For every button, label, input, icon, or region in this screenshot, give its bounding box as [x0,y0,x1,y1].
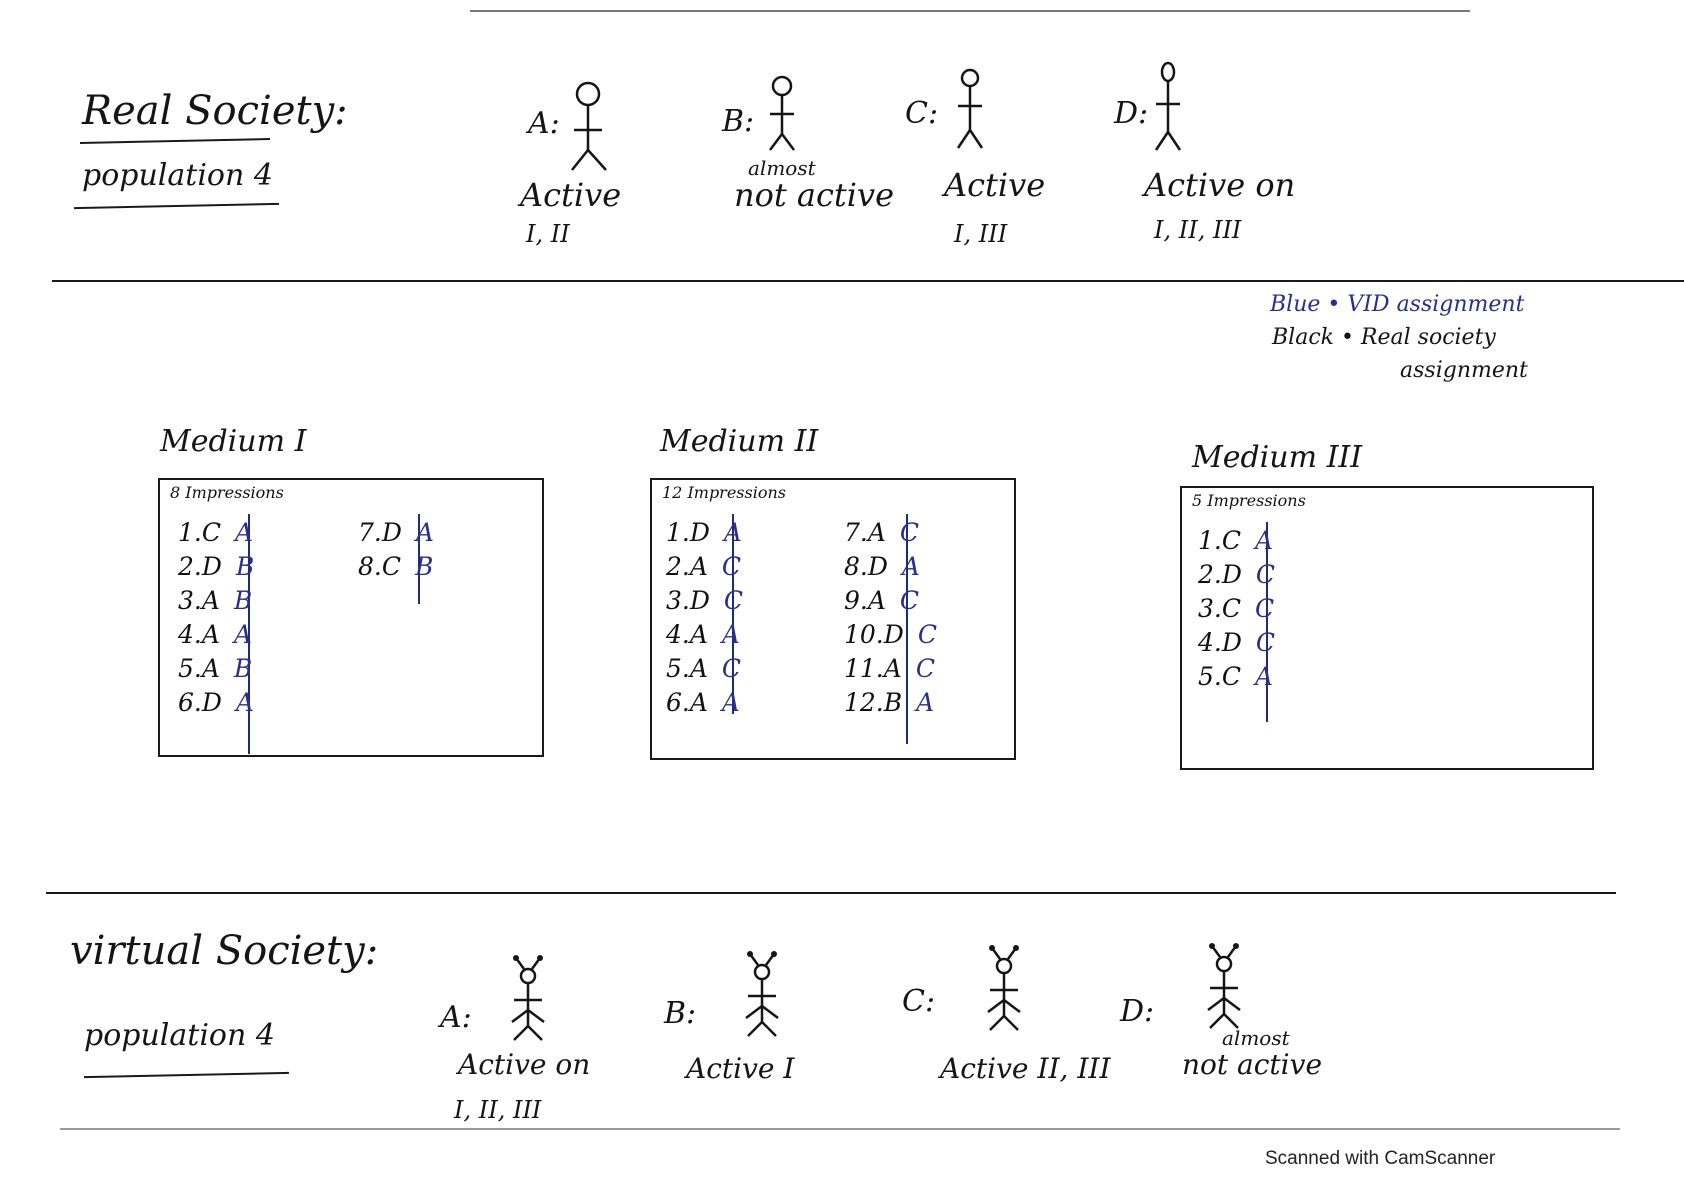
medium-1-divider [248,514,250,754]
virtual-member-c-status: Active II, III [940,1052,1111,1085]
virtual-member-d-label: D: [1120,994,1155,1029]
scan-edge-top [470,10,1470,12]
medium-3-divider [1266,522,1268,722]
real-population-underline [74,202,279,210]
virtual-population-underline [84,1071,289,1079]
stick-figure-icon [956,68,984,149]
scan-edge-bottom [60,1128,1620,1130]
medium-1-divider-2 [418,514,420,604]
real-member-d-figure [1140,60,1220,170]
medium-2-divider [732,514,734,714]
real-population-label: population 4 [82,158,273,193]
medium-2-divider-2 [906,514,908,744]
real-member-d-media: I, II, III [1154,216,1242,244]
stick-figure-icon [1154,61,1182,151]
antenna-figure-icon [745,951,779,1037]
real-member-c-media: I, III [954,220,1008,248]
real-member-b-figure [754,74,834,184]
real-member-d-status: Active on [1144,166,1296,204]
virtual-member-b-status: Active I [686,1052,795,1085]
virtual-member-a-media: I, II, III [454,1096,542,1124]
real-member-c-status: Active [944,166,1046,204]
antenna-figure-icon [511,955,545,1041]
virtual-population-label: population 4 [84,1018,275,1053]
real-member-a-media: I, II [526,220,570,248]
medium-1-impressions: 8 Impressions [170,483,284,502]
real-member-a-label: A: [528,106,560,141]
medium-1-title: Medium I [160,424,307,459]
medium-2-impressions: 12 Impressions [662,483,786,502]
real-member-c-label: C: [905,96,939,131]
stick-figure-icon [571,81,607,171]
virtual-member-c-label: C: [902,984,936,1019]
real-member-c-figure [942,68,1022,178]
real-member-b-status: not active [734,176,895,214]
real-member-b-label: B: [722,104,755,139]
virtual-member-a-status: Active on [458,1048,591,1081]
virtual-member-b-label: B: [664,996,697,1031]
virtual-society-title: virtual Society: [70,928,379,974]
stick-figure-icon [769,75,795,151]
virtual-member-a-label: A: [440,1000,472,1035]
virtual-member-c-figure [976,944,1046,1034]
medium-3-title: Medium III [1192,440,1363,475]
real-member-a-status: Active [520,176,622,214]
real-society-underline [79,138,271,144]
legend-black-line-cont: assignment [1400,358,1528,383]
section-divider-top [52,280,1684,282]
real-member-d-label: D: [1114,96,1149,131]
section-divider-bottom [46,892,1616,894]
virtual-member-d-status: not active [1182,1048,1323,1081]
legend-black-line: Black • Real society [1272,325,1496,350]
real-member-a-figure [560,78,640,188]
medium-3-impressions: 5 Impressions [1192,491,1306,510]
legend-blue-line: Blue • VID assignment [1270,292,1525,317]
real-member-b-note: almost [748,156,816,180]
virtual-member-d-figure [1196,942,1266,1032]
antenna-figure-icon [987,945,1021,1031]
real-society-title: Real Society: [82,88,348,134]
virtual-member-b-figure [734,950,804,1040]
virtual-member-d-note: almost [1222,1026,1290,1050]
medium-2-title: Medium II [660,424,819,459]
virtual-member-a-figure [500,954,570,1044]
antenna-figure-icon [1207,943,1241,1029]
scanner-watermark: Scanned with CamScanner [1265,1148,1496,1169]
